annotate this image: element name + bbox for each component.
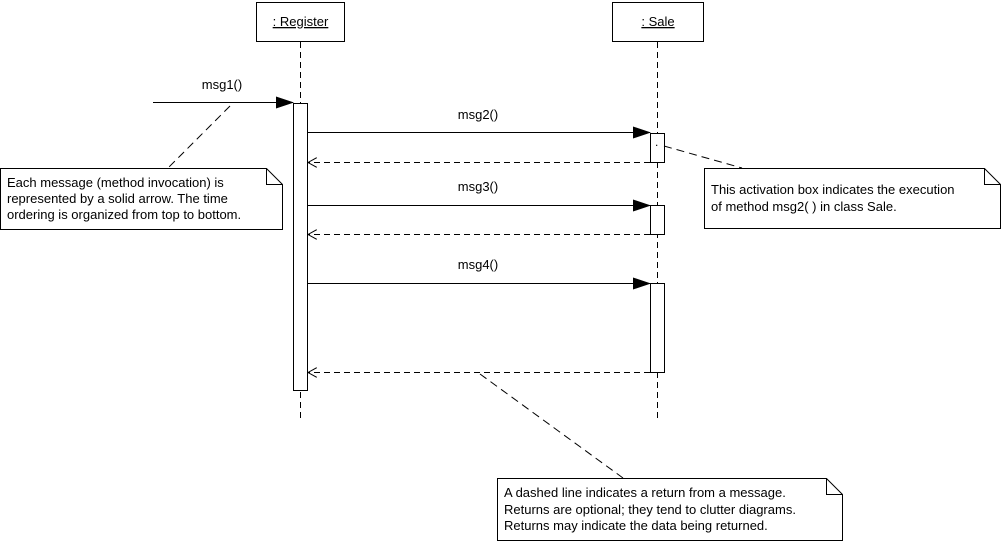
- note-return-line-2: Returns are optional; they tend to clutt…: [504, 502, 796, 517]
- note-message-line-2: represented by a solid arrow. The time: [7, 191, 228, 206]
- activation-register: [293, 103, 308, 391]
- activation-sale-msg2-dot: .: [655, 135, 658, 149]
- note-activation[interactable]: This activation box indicates the execut…: [704, 168, 1001, 229]
- message-msg3-label: msg3(): [458, 179, 498, 194]
- participant-register[interactable]: : Register: [256, 2, 345, 42]
- note-activation-fold: [984, 168, 1001, 185]
- note-return-shape: [497, 478, 843, 541]
- note-return-line-3: Returns may indicate the data being retu…: [504, 518, 768, 533]
- note-message-fold: [266, 168, 283, 185]
- participant-register-box: [256, 2, 345, 42]
- message-msg1-label: msg1(): [202, 77, 242, 92]
- activation-sale-msg2: [650, 133, 665, 163]
- note-message-line-1: Each message (method invocation) is: [7, 175, 224, 190]
- participant-sale[interactable]: : Sale: [612, 2, 704, 42]
- note-return-line-1: A dashed line indicates a return from a …: [504, 485, 786, 500]
- note-activation-line-1: This activation box indicates the execut…: [711, 182, 955, 197]
- note-activation-line-2: of method msg2( ) in class Sale.: [711, 199, 897, 214]
- note-activation-connector: [663, 145, 743, 169]
- note-message[interactable]: Each message (method invocation) is repr…: [0, 168, 283, 230]
- participant-sale-box: [612, 2, 704, 42]
- participant-register-label: : Register: [273, 14, 329, 29]
- participant-sale-label: : Sale: [641, 14, 674, 29]
- activation-sale-msg4: [650, 283, 665, 373]
- note-message-shape: [0, 168, 283, 230]
- message-msg2-label: msg2(): [458, 107, 498, 122]
- note-return-fold: [826, 478, 843, 495]
- note-message-line-3: ordering is organized from top to bottom…: [7, 207, 241, 222]
- note-return[interactable]: A dashed line indicates a return from a …: [497, 478, 843, 541]
- note-return-connector: [479, 373, 624, 479]
- note-message-connector: [167, 105, 231, 169]
- activation-sale-msg3: [650, 205, 665, 235]
- message-msg4-label: msg4(): [458, 257, 498, 272]
